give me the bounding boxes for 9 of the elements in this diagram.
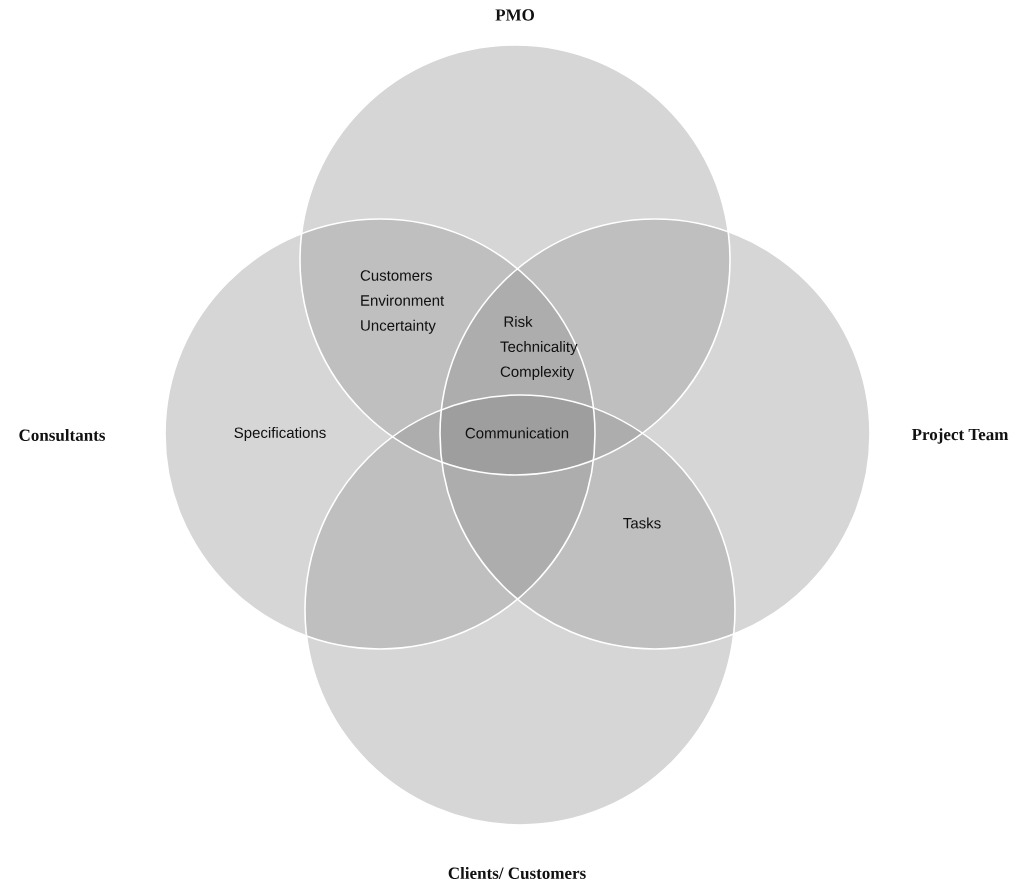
region-label: Risk Technicality Complexity — [500, 316, 578, 380]
region-label: Communication — [465, 427, 569, 439]
region-label: Specifications — [234, 427, 326, 441]
circle-heading: Project Team — [911, 428, 1009, 444]
circle-heading: PMO — [495, 9, 534, 21]
circle-heading: Consultants — [19, 429, 106, 441]
circle-heading: Clients/ Customers — [448, 867, 586, 879]
region-label: Customers Environment Uncertainty — [360, 270, 445, 334]
region-label: Tasks — [623, 517, 661, 529]
